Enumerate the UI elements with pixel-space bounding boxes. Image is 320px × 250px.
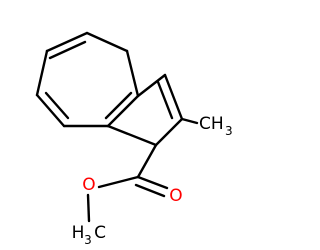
bond bbox=[154, 117, 184, 147]
ester-methyl-subscript: 3 bbox=[84, 233, 92, 247]
ring-methyl-subscript: 3 bbox=[225, 124, 233, 138]
bond bbox=[163, 73, 184, 121]
chemical-structure-diagram: O O CH 3 H 3 C bbox=[35, 31, 233, 247]
bond bbox=[35, 93, 66, 128]
bond bbox=[48, 40, 87, 60]
ester-methyl-label: H 3 C bbox=[72, 223, 106, 247]
bond bbox=[44, 91, 70, 120]
bond bbox=[85, 31, 129, 53]
bond bbox=[125, 49, 140, 98]
ester-oxygen-bond bbox=[97, 175, 140, 189]
ester-group bbox=[86, 143, 169, 223]
ester-carbon-bond bbox=[136, 143, 158, 179]
methoxy-bond bbox=[86, 193, 91, 223]
bond bbox=[106, 94, 140, 128]
bond bbox=[35, 49, 49, 97]
ester-methyl-c: C bbox=[94, 223, 106, 243]
five-membered-ring bbox=[106, 73, 184, 147]
ester-methyl-h: H bbox=[72, 223, 85, 243]
seven-membered-ring bbox=[35, 31, 140, 128]
bond bbox=[156, 80, 174, 120]
carbonyl-double-bond bbox=[136, 175, 169, 190]
ring-methyl-main: CH bbox=[199, 114, 224, 134]
bond bbox=[104, 91, 133, 120]
ether-oxygen-label: O bbox=[82, 175, 95, 195]
bond bbox=[106, 124, 158, 147]
carbonyl-double-bond bbox=[134, 183, 166, 198]
ring-methyl-label: CH 3 bbox=[199, 114, 233, 138]
methyl-bond bbox=[180, 117, 199, 125]
molecule-canvas: O O CH 3 H 3 C bbox=[35, 31, 233, 247]
bond bbox=[45, 31, 89, 53]
carbonyl-oxygen-label: O bbox=[169, 186, 182, 206]
bond bbox=[136, 73, 167, 98]
